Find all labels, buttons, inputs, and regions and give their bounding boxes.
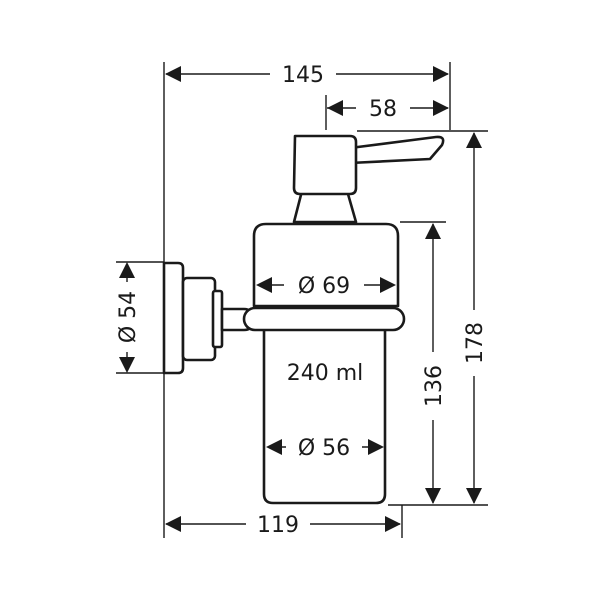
label-145: 145 [282,63,324,88]
label-178: 178 [463,322,488,364]
label-119: 119 [257,513,299,538]
label-58: 58 [369,97,397,122]
pump-head [292,134,358,196]
dimension-119 [165,516,401,532]
dimension-diameter-54 [119,262,135,373]
wall-rosette [162,261,185,375]
label-diameter-56: Ø 56 [298,436,350,461]
dimension-178 [466,132,482,504]
capacity-label: 240 ml [287,361,364,386]
dimension-145 [165,66,449,82]
holder-ring [242,306,406,332]
label-136: 136 [422,365,447,407]
dispenser-lid [252,222,400,308]
dimension-58 [327,100,449,116]
extension-lines [116,62,488,538]
label-diameter-54: Ø 54 [116,291,141,343]
pump-lever [348,135,445,165]
dimension-136 [425,223,441,504]
holder-flange-inner [211,289,224,349]
glass-container [262,326,387,505]
holder-flange [181,276,217,362]
soap-dispenser-outline [162,134,445,505]
label-diameter-69: Ø 69 [298,274,350,299]
dimension-diameter-69 [256,277,396,293]
dimension-diameter-56 [266,439,384,455]
